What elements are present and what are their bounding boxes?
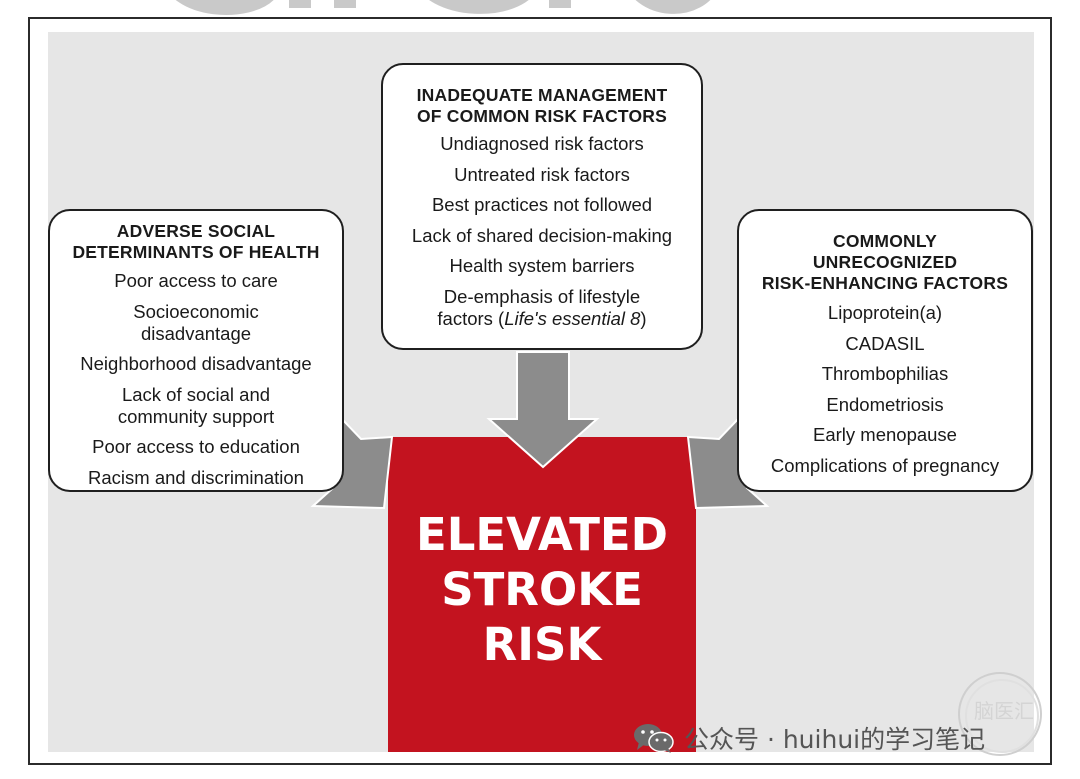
list-item-lifestyle: De-emphasis of lifestyle factors (Life's… <box>393 286 691 330</box>
list-item: Lack of social and community support <box>117 383 275 427</box>
heading-line: UNRECOGNIZED <box>812 252 958 272</box>
center-line: ELEVATED <box>415 508 669 561</box>
arrow-down <box>486 351 600 469</box>
list-item: Untreated risk factors <box>454 163 630 185</box>
wechat-icon <box>634 724 674 753</box>
watermark-seal: 脑医汇 <box>958 672 1042 756</box>
lifes-essential-8: Life's essential 8 <box>504 307 641 329</box>
elevated-stroke-risk-box: ELEVATED STROKE RISK <box>388 437 696 752</box>
heading-line: COMMONLY <box>832 231 937 251</box>
list-item: Lipoprotein(a) <box>827 302 943 323</box>
list-item: Health system barriers <box>449 255 635 276</box>
watermark: 公众号 · huihui的学习笔记 <box>632 718 985 758</box>
social-determinants-box: ADVERSE SOCIAL DETERMINANTS OF HEALTH Po… <box>48 209 344 492</box>
list-item: Undiagnosed risk factors <box>440 133 644 154</box>
heading-line: INADEQUATE MANAGEMENT <box>416 85 668 105</box>
list-item: Lack of shared decision-making <box>411 224 673 246</box>
list-item: Poor access to care <box>114 270 278 291</box>
lifestyle-line1: De-emphasis of lifestyle <box>443 285 641 307</box>
factor-list: Undiagnosed risk factors Untreated risk … <box>393 133 691 330</box>
seal-icon: 脑医汇 <box>965 679 1039 753</box>
center-line: RISK <box>482 618 602 671</box>
list-item: Thrombophilias <box>821 363 949 384</box>
list-item: CADASIL <box>845 332 925 354</box>
seal-text: 脑医汇 <box>974 699 1034 723</box>
center-line: STROKE <box>441 563 643 616</box>
lifestyle-prefix: factors ( <box>437 307 505 329</box>
lifestyle-suffix: ) <box>640 307 647 329</box>
list-item: Best practices not followed <box>431 194 653 215</box>
heading-line: ADVERSE SOCIAL <box>116 221 276 241</box>
box-heading: ADVERSE SOCIAL DETERMINANTS OF HEALTH <box>62 221 330 263</box>
center-title: ELEVATED STROKE RISK <box>416 507 668 672</box>
heading-line: OF COMMON RISK FACTORS <box>416 106 668 126</box>
list-item: Poor access to education <box>92 436 300 457</box>
list-item: Neighborhood disadvantage <box>80 353 312 374</box>
list-item: Early menopause <box>813 424 957 445</box>
box-heading: INADEQUATE MANAGEMENT OF COMMON RISK FAC… <box>393 85 691 127</box>
heading-line: RISK-ENHANCING FACTORS <box>761 273 1009 293</box>
list-item: Complications of pregnancy <box>770 454 1000 476</box>
watermark-text: 公众号 · huihui的学习笔记 <box>684 725 986 754</box>
factor-list: Lipoprotein(a) CADASIL Thrombophilias En… <box>747 302 1023 477</box>
heading-line: DETERMINANTS OF HEALTH <box>72 242 320 262</box>
factor-list: Poor access to care Socioeconomic disadv… <box>62 270 330 489</box>
list-item: Endometriosis <box>826 393 944 415</box>
risk-factor-management-box: INADEQUATE MANAGEMENT OF COMMON RISK FAC… <box>381 63 703 350</box>
box-heading: COMMONLY UNRECOGNIZED RISK-ENHANCING FAC… <box>747 231 1023 294</box>
list-item: Socioeconomic disadvantage <box>133 300 259 344</box>
risk-enhancing-factors-box: COMMONLY UNRECOGNIZED RISK-ENHANCING FAC… <box>737 209 1033 492</box>
list-item: Racism and discrimination <box>88 466 304 488</box>
